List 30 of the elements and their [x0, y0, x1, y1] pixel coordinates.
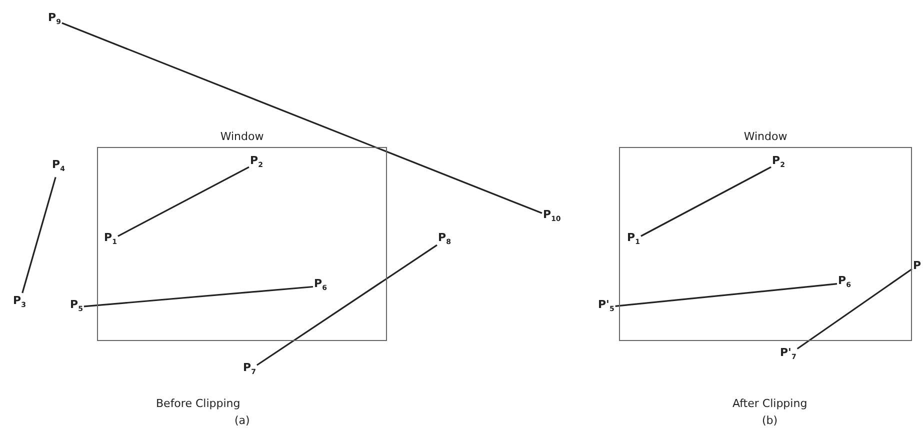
line-segment	[62, 22, 542, 214]
panel-label: (b)	[762, 414, 778, 427]
point-label: P$_{6}$	[838, 274, 851, 292]
point-label: P$_{10}$	[543, 208, 561, 226]
point-label: P$_{5}$	[70, 298, 83, 316]
point-label: P$_{3}$	[13, 294, 26, 312]
figure-caption: Before Clipping	[156, 397, 240, 410]
point-label: P'$_{5}$	[598, 298, 614, 316]
point-label: P	[913, 259, 922, 272]
point-label: P$_{7}$	[243, 361, 256, 380]
point-label: P$_{4}$	[52, 158, 65, 176]
point-label: P$_{2}$	[772, 154, 785, 172]
line-segment	[84, 286, 314, 308]
point-label: P$_{8}$	[438, 231, 451, 250]
line-segment	[640, 166, 772, 237]
point-label: P$_{1}$	[627, 231, 640, 250]
line-segment	[118, 166, 250, 237]
line-segment	[615, 283, 838, 307]
point-label: P$_{1}$	[104, 231, 117, 250]
line-segment	[256, 244, 438, 366]
line-segment	[796, 268, 912, 350]
point-label: P'$_{7}$	[780, 346, 796, 364]
point-label: P$_{2}$	[250, 154, 263, 172]
panel-label: (a)	[234, 414, 250, 427]
window-label: Window	[744, 130, 788, 144]
window-label: Window	[220, 130, 264, 144]
point-label: P$_{9}$	[48, 11, 61, 30]
figure-caption: After Clipping	[732, 397, 808, 410]
point-label: P$_{6}$	[314, 277, 327, 296]
line-segment	[22, 176, 56, 294]
